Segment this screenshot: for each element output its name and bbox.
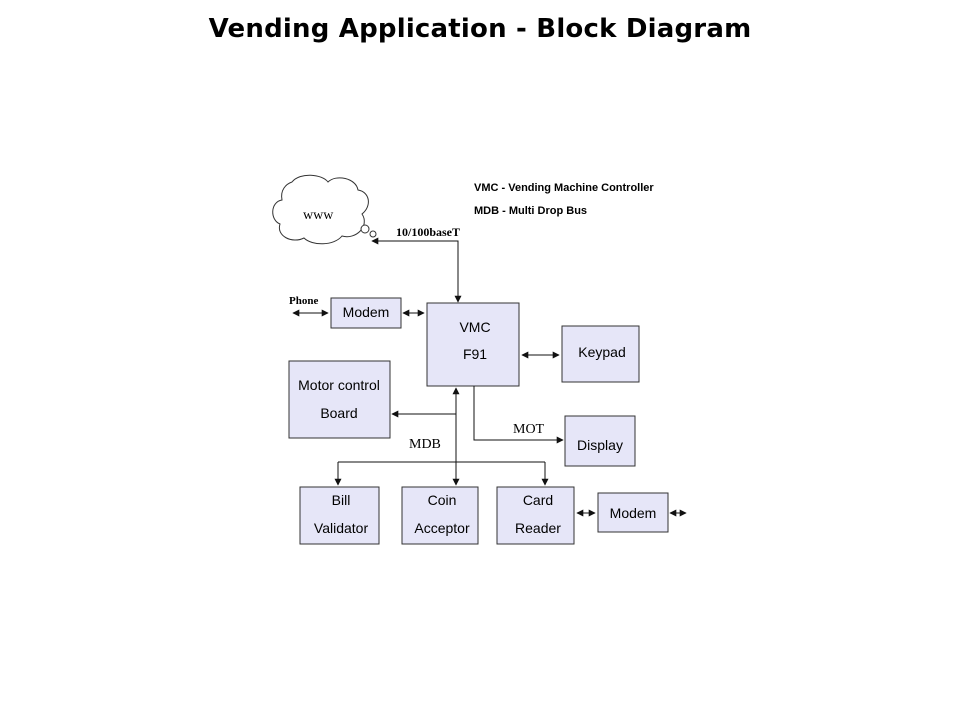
- coin-label-line1: Coin: [428, 492, 457, 508]
- coin-acceptor-box: [401, 486, 479, 545]
- ethernet-link: [371, 237, 462, 303]
- vmc-label-line1: VMC: [459, 319, 490, 335]
- display-link: [473, 386, 564, 444]
- display-label: Display: [577, 437, 623, 453]
- modem-bottom-box: [597, 492, 669, 533]
- vmc-label-line2: F91: [463, 346, 487, 362]
- modem-bottom-label: Modem: [610, 505, 657, 521]
- vmc-box: [426, 302, 520, 387]
- legend-vmc: VMC - Vending Machine Controller: [474, 182, 654, 194]
- keypad-box: [561, 325, 640, 383]
- motor-label-line2: Board: [320, 405, 357, 421]
- coin-label-line2: Acceptor: [414, 520, 470, 536]
- page-title: Vending Application - Block Diagram: [208, 14, 752, 44]
- legend-mdb: MDB - Multi Drop Bus: [474, 205, 587, 217]
- internet-cloud-icon: [272, 174, 377, 245]
- keypad-label: Keypad: [578, 344, 625, 360]
- modem-top-box: [330, 297, 402, 329]
- mot-label: MOT: [513, 422, 545, 437]
- mdb-label: MDB: [409, 437, 441, 452]
- modem-top-label: Modem: [343, 304, 390, 320]
- motor-label-line1: Motor control: [298, 377, 380, 393]
- bill-label-line1: Bill: [332, 492, 351, 508]
- bill-validator-box: [299, 486, 380, 545]
- network-label: 10/100baseT: [396, 225, 460, 239]
- motor-control-box: [288, 360, 391, 439]
- phone-label: Phone: [289, 295, 318, 307]
- cloud-label: www: [303, 208, 334, 223]
- card-reader-box: [496, 486, 575, 545]
- card-label-line1: Card: [523, 492, 553, 508]
- card-label-line2: Reader: [515, 520, 561, 536]
- display-box: [564, 415, 636, 467]
- bill-label-line2: Validator: [314, 520, 369, 536]
